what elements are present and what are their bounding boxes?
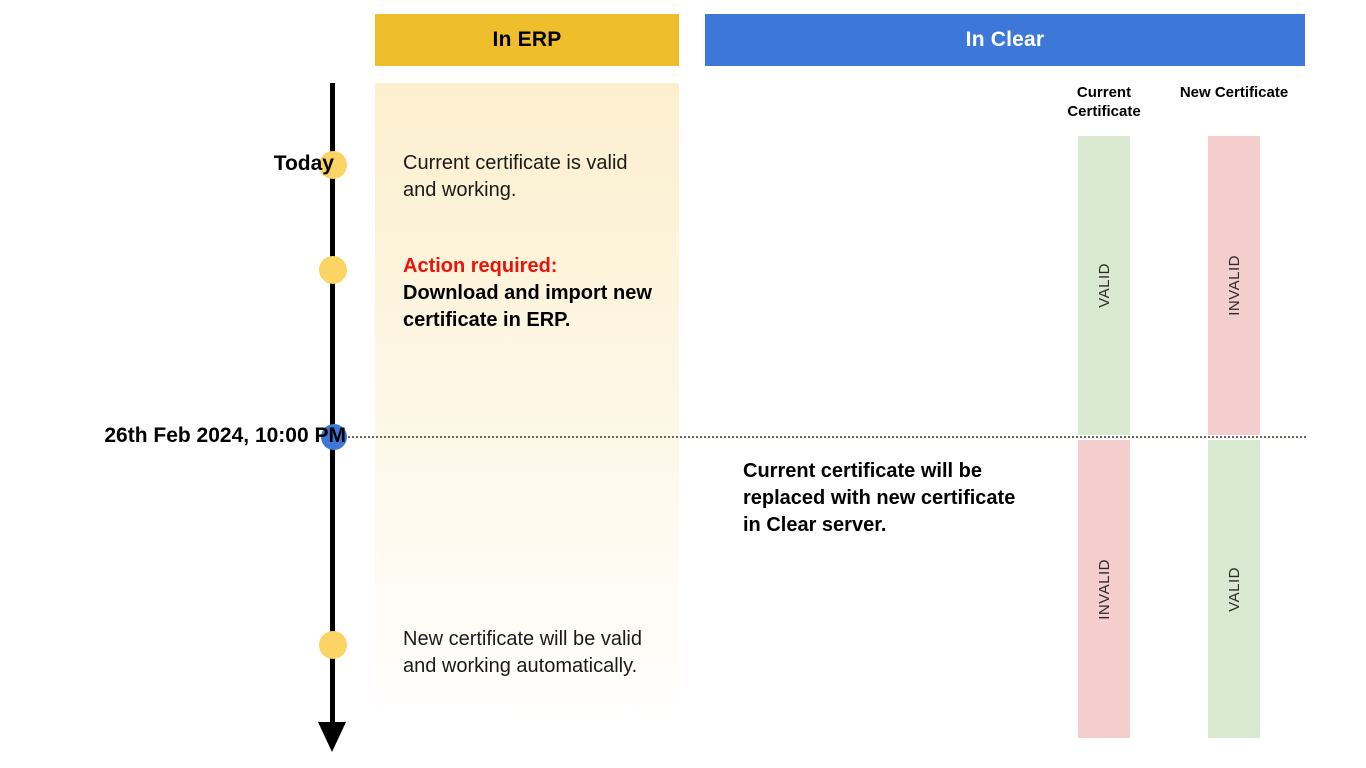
erp-current-certificate-note: Current certificate is valid and working… bbox=[403, 152, 628, 201]
cutover-dotted-line bbox=[348, 436, 1306, 438]
timeline-axis bbox=[330, 83, 335, 728]
status-label-current-after: INVALID bbox=[1095, 558, 1113, 620]
clear-certificate-replacement-note: Current certificate will be replaced wit… bbox=[743, 460, 1016, 536]
column-header-in-erp: In ERP bbox=[375, 14, 679, 66]
status-label-new-before: INVALID bbox=[1225, 255, 1243, 316]
status-bar-current-certificate-before-cutover: VALID bbox=[1078, 136, 1130, 435]
erp-action-required-note: Action required: Download and import new… bbox=[403, 253, 658, 334]
erp-new-certificate-note: New certificate will be valid and workin… bbox=[403, 628, 642, 677]
timeline-dot-cutover bbox=[321, 424, 347, 450]
status-label-new-after: VALID bbox=[1225, 566, 1243, 612]
column-header-in-clear: In Clear bbox=[705, 14, 1305, 66]
erp-panel-background bbox=[375, 83, 679, 720]
status-label-current-before: VALID bbox=[1095, 263, 1113, 308]
timeline-label-cutover-datetime: 26th Feb 2024, 10:00 PM bbox=[104, 424, 346, 447]
timeline-arrowhead-icon bbox=[318, 722, 346, 752]
timeline-dot-new-certificate bbox=[319, 631, 347, 659]
status-bar-current-certificate-after-cutover: INVALID bbox=[1078, 440, 1130, 738]
timeline-dot-today bbox=[319, 151, 347, 179]
caption-new-certificate: New Certificate bbox=[1179, 84, 1289, 101]
timeline-dot-action bbox=[319, 256, 347, 284]
action-required-heading: Action required: bbox=[403, 255, 558, 277]
caption-current-certificate: Current Certificate bbox=[1067, 84, 1141, 120]
status-bar-new-certificate-after-cutover: VALID bbox=[1208, 440, 1260, 738]
timeline-label-today: Today bbox=[273, 152, 334, 175]
action-required-body: Download and import new certificate in E… bbox=[403, 282, 652, 331]
status-bar-new-certificate-before-cutover: INVALID bbox=[1208, 136, 1260, 435]
